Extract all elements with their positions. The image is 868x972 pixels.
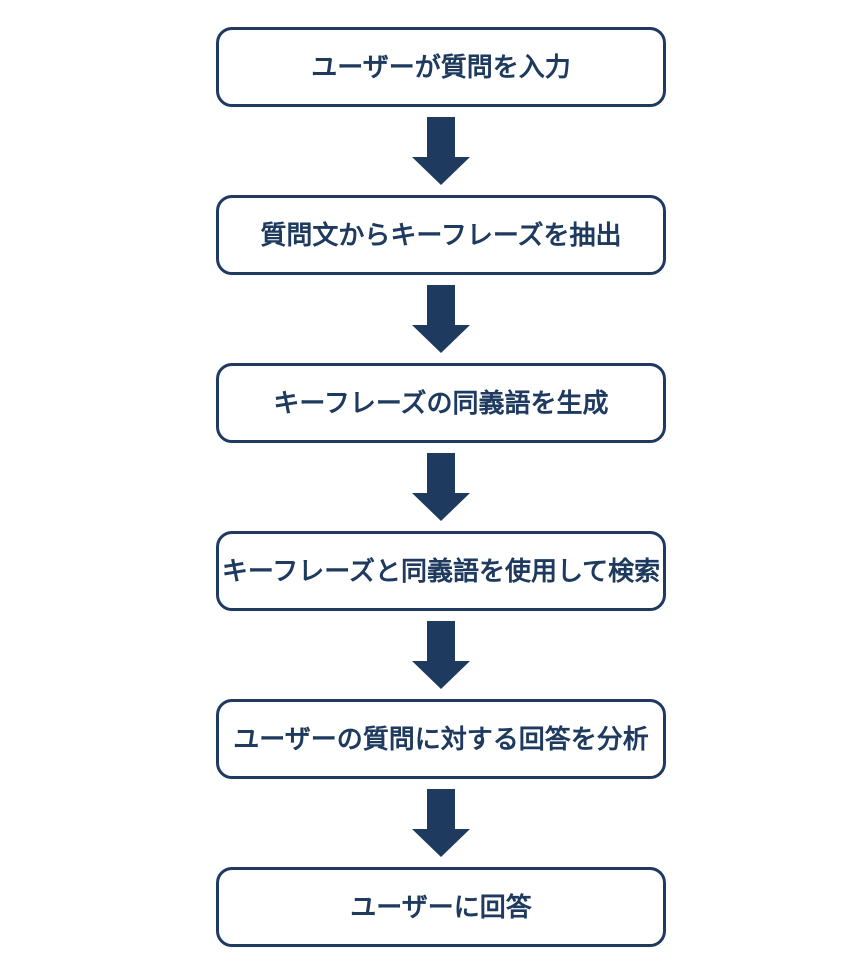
flow-step-6: ユーザーに回答: [216, 867, 666, 947]
flow-step-5: ユーザーの質問に対する回答を分析: [216, 699, 666, 779]
arrow-head: [412, 325, 470, 353]
arrow-head: [412, 661, 470, 689]
down-arrow-icon: [412, 443, 470, 531]
arrow-head: [412, 829, 470, 857]
arrow-shaft: [427, 621, 455, 661]
flow-step-5-label: ユーザーの質問に対する回答を分析: [233, 724, 649, 754]
arrow-shaft: [427, 117, 455, 157]
arrow-head: [412, 493, 470, 521]
flow-step-1: ユーザーが質問を入力: [216, 27, 666, 107]
arrow-head: [412, 157, 470, 185]
down-arrow-icon: [412, 779, 470, 867]
flow-step-3-label: キーフレーズの同義語を生成: [273, 388, 609, 418]
down-arrow-icon: [412, 275, 470, 363]
flow-step-2-label: 質問文からキーフレーズを抽出: [260, 220, 622, 250]
flow-step-2: 質問文からキーフレーズを抽出: [216, 195, 666, 275]
down-arrow-icon: [412, 611, 470, 699]
flow-step-4-label: キーフレーズと同義語を使用して検索: [221, 556, 661, 586]
flow-step-3: キーフレーズの同義語を生成: [216, 363, 666, 443]
down-arrow-icon: [412, 107, 470, 195]
flow-step-6-label: ユーザーに回答: [350, 892, 532, 922]
arrow-shaft: [427, 285, 455, 325]
flow-step-4: キーフレーズと同義語を使用して検索: [216, 531, 666, 611]
flow-step-1-label: ユーザーが質問を入力: [311, 52, 571, 82]
arrow-shaft: [427, 789, 455, 829]
arrow-shaft: [427, 453, 455, 493]
